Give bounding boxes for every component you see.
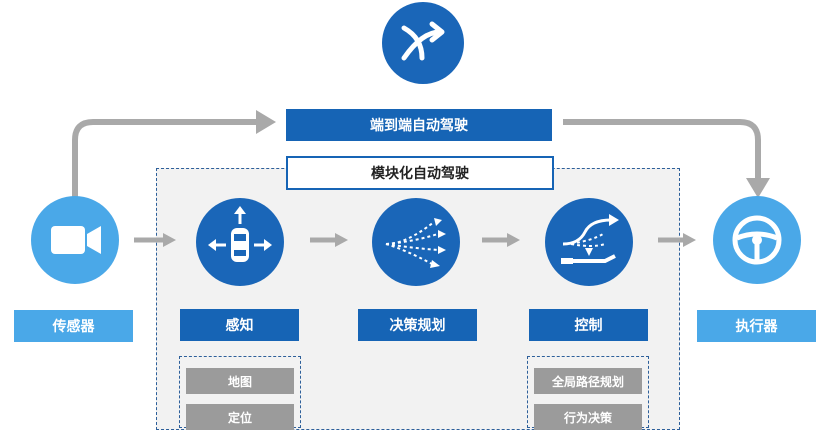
planning-label: 决策规划: [358, 309, 477, 341]
end-to-end-label: 端到端自动驾驶: [286, 109, 552, 141]
arrow-end-to-end-to-actuator: [563, 119, 761, 180]
car-directions-icon: [196, 198, 284, 286]
arrow-sensor-to-end-to-end: [72, 119, 258, 198]
subitem-behavior-decision: 行为决策: [534, 404, 642, 430]
arrowhead-actuator-in: [746, 178, 770, 198]
flow-connectors: [72, 110, 770, 247]
merge-arrow-icon: [382, 2, 464, 84]
subitem-map: 地图: [186, 368, 294, 394]
sensor-label: 传感器: [14, 310, 133, 342]
branching-paths-icon: [372, 198, 460, 286]
camera-icon: [31, 196, 119, 284]
actuator-label: 执行器: [697, 310, 816, 342]
control-label: 控制: [529, 309, 648, 341]
steering-wheel-icon: [713, 196, 801, 284]
subitem-localization: 定位: [186, 404, 294, 430]
perception-label: 感知: [180, 309, 299, 341]
trajectory-control-icon: [545, 198, 633, 286]
subitem-global-path-planning: 全局路径规划: [534, 368, 642, 394]
arrowhead-end-to-end-in: [256, 110, 276, 134]
modular-title: 模块化自动驾驶: [286, 156, 554, 190]
